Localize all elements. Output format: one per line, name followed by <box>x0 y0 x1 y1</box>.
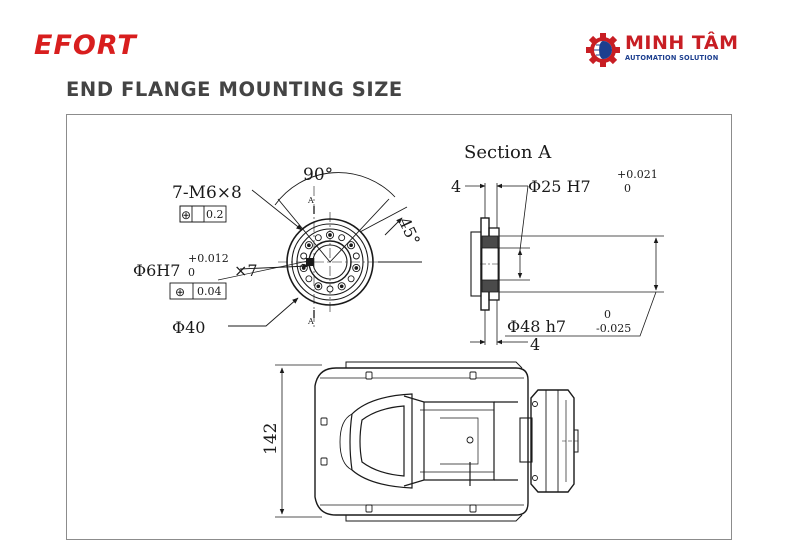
angle-45-label: 45° <box>395 214 424 248</box>
flange-hole-center <box>307 243 311 248</box>
flange-hole-center <box>301 266 306 270</box>
logo-name: MINH TÂM <box>625 32 739 54</box>
gear-globe-icon <box>586 33 620 67</box>
position-symbol: ⊕ <box>181 208 191 222</box>
thread-holes-label: 7-M6×8 <box>172 183 242 203</box>
angle-dimensions <box>217 172 422 327</box>
spigot-tol-upper: 0 <box>604 308 611 321</box>
efort-brand-logo: EFORT <box>34 30 137 61</box>
wrist-bolts <box>320 371 538 513</box>
flange-front-view <box>278 186 382 330</box>
pcd-label: Φ40 <box>172 318 205 337</box>
pin-count-label: ×7 <box>234 261 258 280</box>
minh-tam-logo: MINH TÂM AUTOMATION SOLUTION <box>583 30 769 70</box>
pin-tol-upper: +0.012 <box>188 252 229 265</box>
depth-bottom-label: 4 <box>530 335 540 354</box>
spigot-tol-lower: -0.025 <box>596 322 631 335</box>
drawing-frame <box>66 114 732 540</box>
flange-hole <box>326 285 334 293</box>
pin-tolerance-value: 0.04 <box>197 285 222 298</box>
flange-hole <box>300 252 308 260</box>
section-mark-top: A <box>307 196 314 205</box>
spigot-label: Φ48 h7 <box>507 317 566 336</box>
depth-top-label: 4 <box>451 177 461 196</box>
flange-hole-center <box>316 284 321 289</box>
bore-tol-upper: +0.021 <box>617 168 658 181</box>
flange-locating-key <box>306 258 314 266</box>
bore-label: Φ25 H7 <box>528 177 591 196</box>
flange-hole <box>347 275 355 283</box>
wrist-side-view <box>275 361 580 522</box>
angle-90-label: 90° <box>303 165 333 185</box>
flange-hole-center <box>328 233 332 237</box>
flange-hole <box>314 234 322 242</box>
flange-hole-center <box>339 284 344 289</box>
page-title: END FLANGE MOUNTING SIZE <box>66 78 403 101</box>
flange-hole-center <box>349 243 353 248</box>
section-title: Section A <box>464 142 552 163</box>
pin-holes-label: Φ6H7 <box>133 261 180 280</box>
flange-hole <box>305 275 313 283</box>
thread-tolerance-value: 0.2 <box>206 208 224 221</box>
logo-tagline: AUTOMATION SOLUTION <box>625 54 719 62</box>
pin-tol-lower: 0 <box>188 266 195 279</box>
flange-hole-center <box>354 266 359 270</box>
bore-tol-lower: 0 <box>624 182 631 195</box>
section-mark-bottom: A <box>307 317 314 326</box>
position-symbol-2: ⊕ <box>175 285 185 299</box>
pin-tolerance-frame <box>169 282 227 300</box>
flange-hole <box>338 234 346 242</box>
height-142-label: 142 <box>261 423 281 455</box>
flange-hole <box>352 252 360 260</box>
section-a-view <box>465 183 664 345</box>
